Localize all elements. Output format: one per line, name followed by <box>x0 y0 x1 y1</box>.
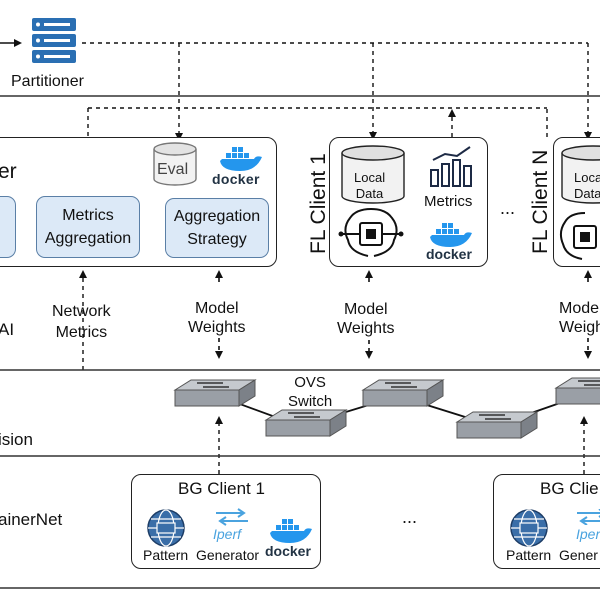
switch-icon[interactable] <box>455 410 539 444</box>
docker-icon <box>216 143 266 173</box>
server-icon <box>32 18 76 63</box>
transfer-arrows-icon <box>214 508 250 526</box>
server-left-block[interactable] <box>0 196 16 258</box>
switch-icon[interactable] <box>361 378 445 412</box>
clients-ellipsis: ... <box>500 198 516 218</box>
eval-label: Eval <box>157 161 189 178</box>
bg-clients-ellipsis: ... <box>402 507 418 527</box>
aggregation-strategy-block[interactable]: Aggregation Strategy <box>165 198 269 258</box>
aggregation-strategy-label: Aggregation Strategy <box>173 208 261 248</box>
iperf-label: Iperf <box>576 526 600 542</box>
local-data-label: Loca Data <box>574 170 600 201</box>
generator-label: Generator <box>196 547 260 563</box>
bar-chart-icon <box>428 144 474 190</box>
switch-icon[interactable] <box>264 408 348 442</box>
docker-icon <box>426 219 476 249</box>
layer-label-provision: ision <box>0 430 33 449</box>
layer-label-containernet: ainerNet <box>0 510 63 529</box>
fl-client-1-title: FL Client 1 <box>307 153 330 254</box>
local-data-database[interactable] <box>340 144 406 206</box>
switch-icon[interactable] <box>554 376 600 410</box>
iperf-label: Iperf <box>213 526 242 542</box>
brain-chip-icon <box>338 206 404 262</box>
docker-label: docker <box>265 543 311 559</box>
metrics-aggregation-label: Metrics Aggregation <box>44 207 132 247</box>
ovs-switch-label: OVS Switch <box>288 374 333 410</box>
brain-chip-icon <box>559 212 600 262</box>
network-metrics-label: Network Metrics <box>52 303 111 341</box>
local-data-label: Local Data <box>354 170 386 201</box>
globe-icon <box>146 508 186 548</box>
layer-label-ai: AI <box>0 320 15 339</box>
globe-icon <box>509 508 549 548</box>
database-icon <box>341 145 405 204</box>
partitioner-label: Partitioner <box>11 73 84 90</box>
fl-server-title: er <box>0 160 17 183</box>
transfer-arrows-icon <box>575 509 600 525</box>
switch-icon[interactable] <box>173 378 257 412</box>
docker-label: docker <box>426 246 472 262</box>
clientn-model-weights-label: Mode Weigh <box>559 300 600 336</box>
database-icon <box>561 145 600 204</box>
docker-icon <box>266 515 316 545</box>
server-model-weights-label: Model Weights <box>188 300 246 336</box>
local-data-database[interactable] <box>560 144 600 206</box>
client1-model-weights-label: Model Weights <box>337 301 395 337</box>
bg-client-n-title: BG Clie <box>540 479 599 498</box>
docker-label: docker <box>212 171 260 187</box>
fl-client-n-title: FL Client N <box>529 149 552 254</box>
database-icon <box>153 142 197 186</box>
pattern-label: Pattern <box>506 547 552 563</box>
pattern-label: Pattern <box>143 547 189 563</box>
bg-client-1-title: BG Client 1 <box>178 479 265 498</box>
metrics-label: Metrics <box>424 193 473 210</box>
metrics-aggregation-block[interactable]: Metrics Aggregation <box>36 196 140 258</box>
eval-database[interactable] <box>152 141 198 187</box>
partitioner-node[interactable] <box>30 12 78 72</box>
generator-label: Gener <box>559 547 598 563</box>
